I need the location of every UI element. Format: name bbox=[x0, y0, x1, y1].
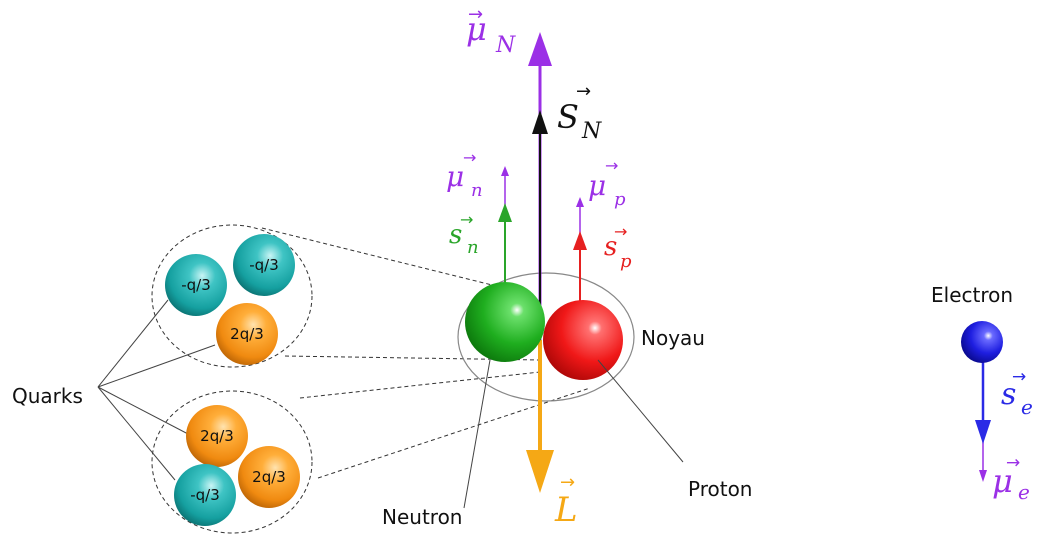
quark-sphere bbox=[233, 234, 295, 296]
svg-text:μ: μ bbox=[588, 169, 606, 202]
mu-e-label: μ → e bbox=[992, 453, 1030, 504]
svg-text:→: → bbox=[605, 156, 618, 175]
mu-N-arrow-head bbox=[528, 32, 552, 66]
svg-text:→: → bbox=[463, 148, 476, 167]
quark-cluster-top bbox=[151, 224, 313, 368]
svg-text:e: e bbox=[1018, 480, 1030, 504]
L-label: L → bbox=[554, 472, 578, 530]
quark-charge-label: 2q/3 bbox=[252, 468, 286, 486]
svg-text:s: s bbox=[449, 220, 462, 250]
neutron-pointer-line bbox=[463, 359, 491, 509]
quark-sphere bbox=[174, 464, 236, 526]
s-p-arrow-head bbox=[573, 231, 587, 250]
proton-pointer-line bbox=[597, 359, 684, 463]
svg-text:μ: μ bbox=[466, 10, 487, 48]
s-p-label: s → p bbox=[604, 222, 632, 272]
mu-n-label: μ → n bbox=[446, 148, 483, 201]
mu-e-arrow-head bbox=[979, 470, 987, 482]
svg-text:L: L bbox=[554, 490, 578, 530]
svg-text:e: e bbox=[1021, 395, 1033, 419]
quark-charge-label: -q/3 bbox=[249, 256, 279, 274]
s-e-arrow-head bbox=[975, 420, 991, 444]
svg-text:→: → bbox=[468, 4, 483, 25]
mu-n-arrow-head bbox=[501, 166, 509, 176]
svg-text:p: p bbox=[620, 251, 632, 272]
neutron-label: Neutron bbox=[382, 505, 462, 529]
svg-text:S: S bbox=[557, 98, 579, 136]
mu-p-arrow-head bbox=[576, 197, 584, 207]
proton-label: Proton bbox=[688, 477, 752, 501]
s-n-label: s → n bbox=[449, 210, 479, 258]
svg-text:p: p bbox=[614, 189, 626, 210]
svg-text:→: → bbox=[1012, 367, 1026, 387]
S-N-arrow-head bbox=[532, 110, 548, 134]
quark-sphere bbox=[216, 303, 278, 365]
s-e-label: s → e bbox=[1001, 367, 1033, 419]
mu-N-label: μ → N bbox=[466, 4, 516, 58]
svg-text:→: → bbox=[460, 210, 473, 229]
neutron-sphere bbox=[465, 282, 545, 362]
noyau-label: Noyau bbox=[641, 326, 705, 350]
quark-charge-label: 2q/3 bbox=[230, 325, 264, 343]
quark-sphere bbox=[186, 405, 248, 467]
quarks-pointer-lines bbox=[97, 299, 216, 481]
svg-text:→: → bbox=[576, 81, 591, 102]
quark-charge-label: 2q/3 bbox=[200, 427, 234, 445]
quarks-label: Quarks bbox=[12, 384, 83, 408]
L-arrow-head bbox=[526, 450, 554, 493]
svg-text:→: → bbox=[560, 472, 575, 493]
svg-text:N: N bbox=[495, 33, 516, 58]
proton-sphere bbox=[543, 300, 623, 380]
svg-text:N: N bbox=[581, 119, 602, 144]
svg-text:μ: μ bbox=[992, 462, 1013, 500]
quark-sphere bbox=[238, 446, 300, 508]
quark-cluster-bottom bbox=[151, 390, 313, 534]
svg-text:n: n bbox=[467, 237, 479, 258]
quark-sphere bbox=[165, 254, 227, 316]
svg-text:s: s bbox=[604, 232, 617, 262]
S-N-label: S → N bbox=[557, 81, 602, 144]
svg-text:μ: μ bbox=[446, 160, 464, 193]
svg-text:→: → bbox=[614, 222, 627, 241]
mu-p-label: μ → p bbox=[588, 156, 626, 210]
electron-label: Electron bbox=[931, 283, 1013, 307]
svg-text:n: n bbox=[471, 180, 483, 201]
svg-text:s: s bbox=[1001, 377, 1016, 412]
quark-charge-label: -q/3 bbox=[190, 486, 220, 504]
quark-charge-label: -q/3 bbox=[181, 276, 211, 294]
svg-text:→: → bbox=[1006, 453, 1020, 473]
s-n-arrow-head bbox=[498, 203, 512, 222]
electron-sphere bbox=[961, 321, 1003, 363]
nucleus-outline bbox=[457, 272, 635, 402]
